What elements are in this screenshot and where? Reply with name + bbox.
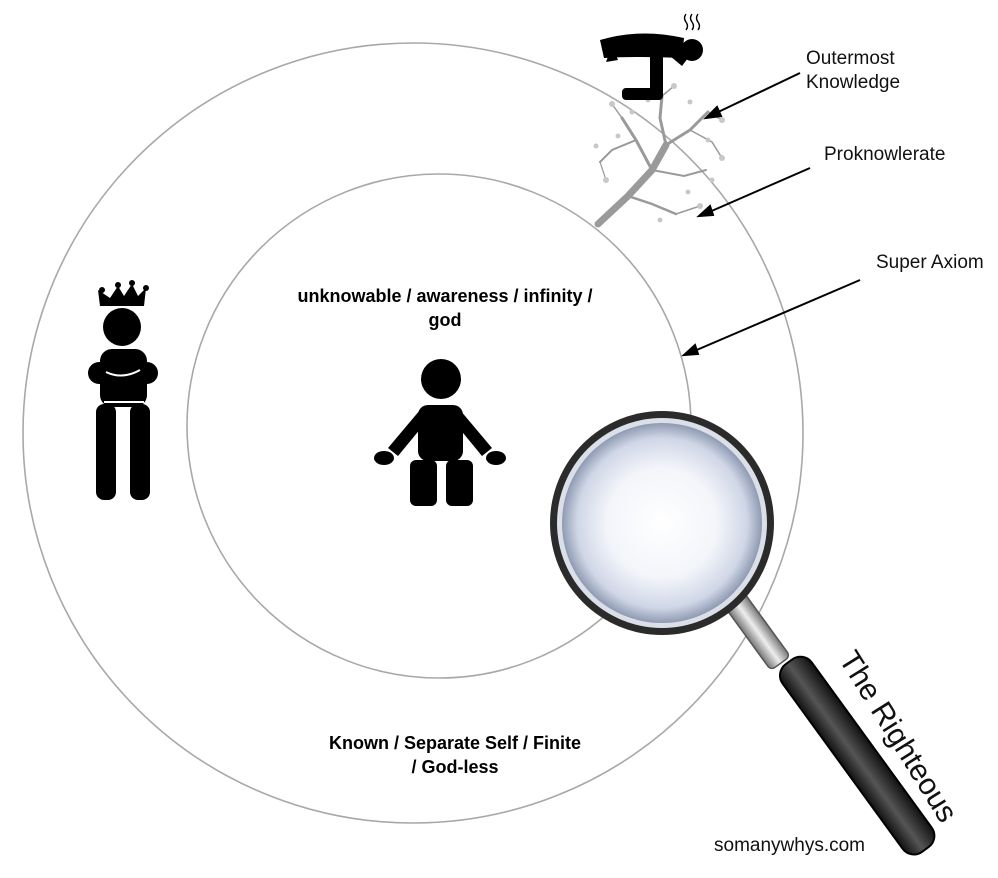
arrow-proknowlerate [706,167,811,214]
outer-caption-line2: / God-less [411,757,499,778]
outer-circle-caption: Known / Separate Self / Finite / God-les… [280,731,630,780]
label-outermost-line1: Outermost [806,48,895,69]
arrow-super-axiom [691,279,861,353]
label-outermost-line2: Knowledge [806,71,901,93]
bowing-figure-icon [600,33,703,100]
inner-circle-caption: unknowable / awareness / infinity / god [250,284,640,333]
label-proknowlerate: Proknowlerate [824,144,946,165]
crown-icon [98,284,146,306]
arrows [681,72,861,357]
kneeling-figure-icon [374,359,506,506]
outer-circle [22,42,804,824]
label-outermost-knowledge: Outermost Knowledge [806,47,900,95]
magnifying-glass-icon [550,411,936,856]
website-credit[interactable]: somanywhys.com [714,835,865,856]
outer-caption-line1: Known / Separate Self / Finite [328,733,582,753]
king-figure-icon [88,280,158,500]
label-super-axiom: Super Axiom [876,252,984,273]
inner-caption-line1: unknowable / awareness / infinity / [297,286,593,306]
tree-icon [593,83,725,228]
inner-caption-line2: god [428,310,462,331]
steam-icon [683,13,701,31]
arrow-outermost [713,72,801,115]
